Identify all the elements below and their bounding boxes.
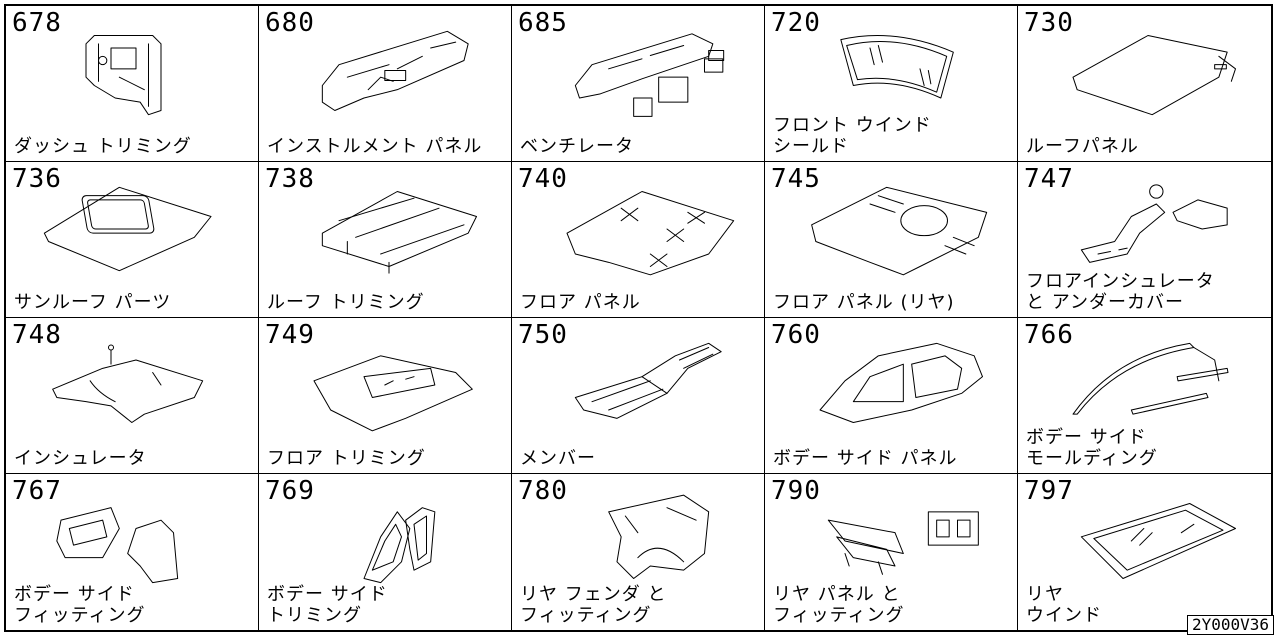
part-code: 767 xyxy=(12,476,62,506)
side-trim-icon xyxy=(363,507,436,584)
instrument-panel-icon xyxy=(321,30,469,111)
part-label: フロア トリミング xyxy=(267,448,426,469)
part-label: リヤ フェンダ と フィッティング xyxy=(520,584,667,626)
part-cell-760[interactable]: 760 ボデー サイド パネル xyxy=(765,318,1018,474)
windshield-icon xyxy=(840,35,954,99)
part-code: 797 xyxy=(1024,476,1074,506)
part-label: フロア パネル xyxy=(520,292,641,313)
part-label: サンルーフ パーツ xyxy=(14,292,172,313)
part-cell-790[interactable]: 790 リヤ パネル と フィッティング xyxy=(765,474,1018,630)
part-code: 730 xyxy=(1024,8,1074,38)
part-label: フロア パネル (リヤ) xyxy=(773,292,955,313)
part-code: 748 xyxy=(12,320,62,350)
part-code: 736 xyxy=(12,164,62,194)
sunroof-icon xyxy=(43,186,212,272)
part-cell-745[interactable]: 745 フロア パネル (リヤ) xyxy=(765,162,1018,318)
part-cell-767[interactable]: 767 ボデー サイド フィッティング xyxy=(6,474,259,630)
member-icon xyxy=(574,342,722,419)
insulator-icon xyxy=(52,344,204,423)
floor-panel-icon xyxy=(566,191,735,276)
parts-grid: 678 ダッシュ トリミング 680 インストルメント パネル 685 ベンチレータ 720… xyxy=(4,4,1273,632)
part-label: ボデー サイド パネル xyxy=(773,448,958,469)
part-code: 769 xyxy=(265,476,315,506)
part-label: リヤ ウインド xyxy=(1026,584,1102,626)
part-label: インストルメント パネル xyxy=(267,136,483,157)
rear-panel-icon xyxy=(827,511,979,575)
part-code: 760 xyxy=(771,320,821,350)
part-code: 685 xyxy=(518,8,568,38)
part-cell-685[interactable]: 685 ベンチレータ xyxy=(512,6,765,162)
part-label: ダッシュ トリミング xyxy=(14,136,192,157)
body-side-panel-icon xyxy=(819,342,983,423)
rear-window-icon xyxy=(1080,503,1236,579)
part-label: ボデー サイド モールディング xyxy=(1026,427,1158,469)
part-cell-680[interactable]: 680 インストルメント パネル xyxy=(259,6,512,162)
rear-floor-panel-icon xyxy=(811,186,988,276)
side-molding-icon xyxy=(1072,342,1229,415)
rear-fender-icon xyxy=(608,494,710,579)
insulator-undercover-icon xyxy=(1080,184,1228,263)
ventilator-icon xyxy=(574,33,725,117)
part-cell-678[interactable]: 678 ダッシュ トリミング xyxy=(6,6,259,162)
part-code: 680 xyxy=(265,8,315,38)
part-label: インシュレータ xyxy=(14,448,147,469)
part-code: 740 xyxy=(518,164,568,194)
part-label: ベンチレータ xyxy=(520,136,634,157)
part-cell-780[interactable]: 780 リヤ フェンダ と フィッティング xyxy=(512,474,765,630)
part-code: 720 xyxy=(771,8,821,38)
part-code: 738 xyxy=(265,164,315,194)
part-label: フロント ウインド シールド xyxy=(773,115,932,157)
part-code: 678 xyxy=(12,8,62,38)
part-code: 780 xyxy=(518,476,568,506)
part-cell-750[interactable]: 750 メンバー xyxy=(512,318,765,474)
part-cell-736[interactable]: 736 サンルーフ パーツ xyxy=(6,162,259,318)
part-code: 766 xyxy=(1024,320,1074,350)
roof-panel-icon xyxy=(1072,35,1236,116)
part-cell-766[interactable]: 766 ボデー サイド モールディング xyxy=(1018,318,1271,474)
dash-trim-icon xyxy=(85,35,162,116)
part-label: フロアインシュレータ と アンダーカバー xyxy=(1026,271,1215,313)
part-label: ボデー サイド トリミング xyxy=(267,584,388,626)
part-code: 747 xyxy=(1024,164,1074,194)
part-label: メンバー xyxy=(520,448,596,469)
part-cell-797[interactable]: 797 リヤ ウインド xyxy=(1018,474,1271,630)
part-label: ルーフパネル xyxy=(1026,136,1139,157)
diagram-reference-code: 2Y000V36 xyxy=(1186,615,1274,635)
part-cell-748[interactable]: 748 インシュレータ xyxy=(6,318,259,474)
part-cell-738[interactable]: 738 ルーフ トリミング xyxy=(259,162,512,318)
part-cell-720[interactable]: 720 フロント ウインド シールド xyxy=(765,6,1018,162)
part-label: ルーフ トリミング xyxy=(267,292,425,313)
part-cell-769[interactable]: 769 ボデー サイド トリミング xyxy=(259,474,512,630)
part-cell-747[interactable]: 747 フロアインシュレータ と アンダーカバー xyxy=(1018,162,1271,318)
floor-trim-icon xyxy=(313,355,473,432)
part-code: 790 xyxy=(771,476,821,506)
roof-trim-icon xyxy=(321,191,477,274)
part-cell-740[interactable]: 740 フロア パネル xyxy=(512,162,765,318)
part-label: リヤ パネル と フィッティング xyxy=(773,584,905,626)
side-fitting-icon xyxy=(56,507,179,584)
part-cell-730[interactable]: 730 ルーフパネル xyxy=(1018,6,1271,162)
part-code: 745 xyxy=(771,164,821,194)
part-code: 750 xyxy=(518,320,568,350)
part-code: 749 xyxy=(265,320,315,350)
part-cell-749[interactable]: 749 フロア トリミング xyxy=(259,318,512,474)
part-label: ボデー サイド フィッティング xyxy=(14,584,146,626)
